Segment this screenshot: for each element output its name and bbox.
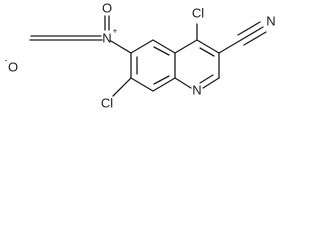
positive-charge-label: + [113,27,118,36]
bond [152,77,176,92]
chlorine-atom-label: Cl [101,96,113,111]
nitro-nitrogen-label: N [102,31,111,46]
bond [237,21,261,36]
negative-charge-label: - [5,56,8,65]
nitro-oxygen-left-label: O [8,60,18,75]
bond [130,77,154,92]
bond [152,39,176,54]
bond [153,75,170,85]
chemical-structure-diagram: Cl N N N + O O - Cl [5,1,276,111]
bond [202,77,220,89]
nitro-oxygen-top-label: O [102,1,112,16]
bond [199,74,214,84]
bond [112,77,132,97]
ring-nitrogen-label: N [192,83,201,98]
atom-labels: Cl N N N + O O - Cl [5,1,276,111]
bond [110,40,132,54]
chlorine-atom-label: Cl [192,6,204,21]
bond [174,77,192,89]
bond [240,26,264,41]
bond-lines [29,15,267,97]
bond [218,39,242,54]
nitrile-nitrogen-label: N [266,14,275,29]
bond [130,39,154,54]
bond [196,39,220,54]
bond [174,39,198,54]
bond [153,46,170,56]
bond [243,31,267,46]
bond [199,47,215,57]
